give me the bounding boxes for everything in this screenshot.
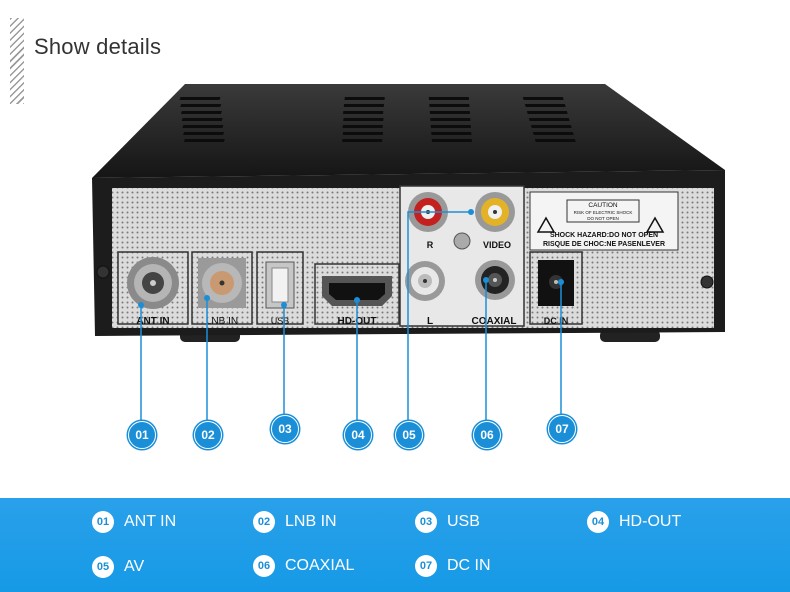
screw-av	[453, 232, 471, 250]
vent-1	[179, 97, 225, 142]
legend-number: 05	[92, 556, 114, 578]
av-block: R VIDEO L COAXIAL	[399, 185, 525, 327]
device-top	[92, 84, 725, 178]
foot-right	[600, 330, 660, 342]
legend-label: USB	[447, 513, 480, 530]
callout-03: 03	[271, 415, 299, 443]
leader-dots	[138, 209, 564, 308]
ant-in-port: ANT IN	[117, 251, 189, 327]
dc-in-port: DC IN	[529, 251, 583, 326]
legend-label: DC IN	[447, 557, 491, 574]
legend-label: COAXIAL	[285, 557, 355, 574]
ant-in-label: ANT IN	[136, 316, 169, 327]
rca-l	[405, 261, 445, 301]
callout-02: 02	[194, 421, 222, 449]
hatch-decoration	[10, 18, 24, 104]
coaxial-label: COAXIAL	[472, 316, 517, 327]
legend-number: 01	[92, 511, 114, 533]
l-label: L	[427, 316, 433, 327]
leader-lines	[140, 211, 562, 420]
legend-number: 02	[253, 511, 275, 533]
vent-2	[342, 97, 385, 142]
caution-title: CAUTION	[588, 202, 618, 209]
top-vents	[179, 97, 576, 142]
legend-label: ANT IN	[124, 513, 177, 530]
vent-4	[522, 97, 576, 142]
legend-item-av: 05 AV	[92, 556, 144, 578]
video-label: VIDEO	[483, 240, 511, 250]
legend-number: 07	[415, 555, 437, 577]
legend-item-coaxial: 06 COAXIAL	[253, 555, 354, 577]
legend-number: 06	[253, 555, 275, 577]
r-label: R	[427, 240, 434, 250]
caution-line1: RISK OF ELECTRIC SHOCK	[574, 210, 633, 215]
legend-number: 03	[415, 511, 437, 533]
legend-item-lnb-in: 02 LNB IN	[253, 511, 337, 533]
caution-line2: DO NOT OPEN	[587, 216, 618, 221]
legend-item-dc-in: 07 DC IN	[415, 555, 491, 577]
vent-3	[428, 97, 472, 142]
legend-item-hd-out: 04 HD-OUT	[587, 511, 681, 533]
caution-label: CAUTION RISK OF ELECTRIC SHOCK DO NOT OP…	[529, 191, 679, 251]
legend-label: AV	[124, 558, 145, 575]
usb-port: USB	[256, 251, 304, 326]
callout-04: 04	[344, 421, 372, 449]
lnb-in-label: LNB IN	[206, 316, 238, 327]
screw-right	[700, 275, 714, 289]
screw-left	[96, 265, 110, 279]
callout-05: 05	[395, 421, 423, 449]
dc-in-label: DC IN	[544, 316, 569, 326]
warning-line2: RISQUE DE CHOC:NE PASENLEVER	[543, 241, 665, 248]
legend-label: LNB IN	[285, 513, 337, 530]
page-header: Show details	[10, 18, 310, 108]
legend-item-ant-in: 01 ANT IN	[92, 511, 176, 533]
warning-icon	[645, 216, 665, 233]
page-title: Show details	[34, 34, 162, 59]
usb-label: USB	[271, 316, 290, 326]
callout-01: 01	[128, 421, 156, 449]
callout-06: 06	[473, 421, 501, 449]
warning-icon	[536, 216, 556, 233]
rca-coaxial	[475, 260, 515, 300]
device-rear-panel: ANT IN LNB IN USB HD-OUT R VIDEO	[92, 84, 725, 420]
legend-label: HD-OUT	[619, 513, 682, 530]
legend-band: 01 ANT IN 02 LNB IN 03 USB 04 HD-OUT 05 …	[0, 498, 790, 592]
legend-number: 04	[587, 511, 609, 533]
warning-line1: SHOCK HAZARD:DO NOT OPEN	[550, 232, 658, 239]
callout-07: 07	[548, 415, 576, 443]
legend-item-usb: 03 USB	[415, 511, 480, 533]
rca-video	[475, 192, 515, 232]
